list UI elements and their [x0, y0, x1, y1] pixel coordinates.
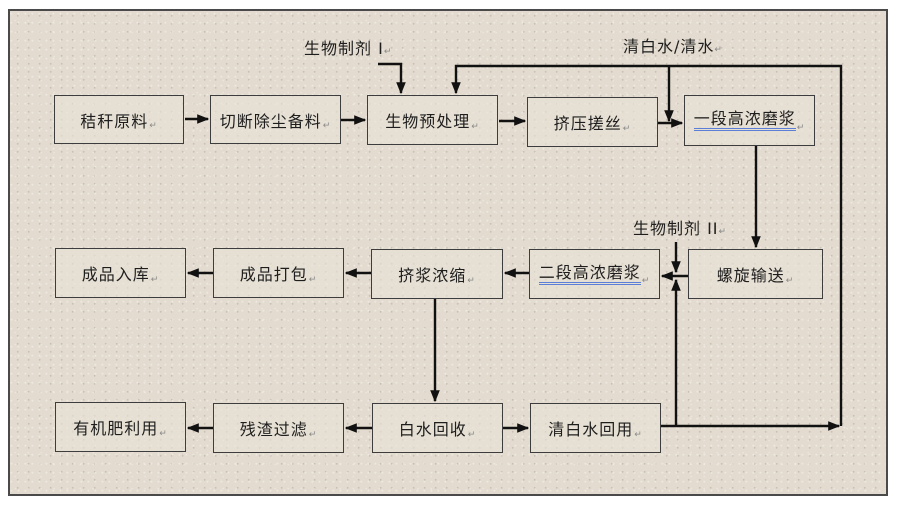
- node-pulp-concentrate: 挤浆浓缩↵: [371, 249, 503, 299]
- node-straw-raw-material: 秸秆原料↵: [54, 95, 184, 144]
- return-mark-icon: ↵: [785, 276, 795, 286]
- node-refine-stage-2: 二段高浓磨浆↵: [529, 249, 660, 299]
- node-warehouse: 成品入库↵: [55, 248, 186, 298]
- input-label-bio-agent-2: 生物制剂 II↵: [633, 215, 727, 239]
- return-mark-icon: ↵: [641, 276, 651, 286]
- return-mark-icon: ↵: [634, 430, 643, 440]
- node-white-water-recovery: 白水回收↵: [372, 403, 503, 453]
- return-mark-icon: ↵: [159, 429, 168, 439]
- return-mark-icon: ↵: [622, 124, 632, 134]
- return-mark-icon: ↵: [467, 276, 476, 286]
- input-label-text: 清白水/清水: [623, 37, 715, 56]
- return-mark-icon: ↵: [322, 121, 332, 131]
- node-packing: 成品打包↵: [213, 248, 344, 298]
- node-clear-water-reuse: 清白水回用↵: [530, 403, 661, 453]
- node-label: 白水回收: [398, 420, 467, 439]
- node-label: 挤浆浓缩: [398, 266, 467, 285]
- return-mark-icon: ↵: [149, 121, 158, 131]
- node-label: 清白水回用: [548, 420, 634, 439]
- return-mark-icon: ↵: [714, 45, 723, 55]
- return-mark-icon: ↵: [383, 47, 393, 57]
- return-mark-icon: ↵: [796, 123, 806, 133]
- node-residue-filter: 残渣过滤↵: [213, 403, 344, 453]
- node-label: 螺旋输送: [716, 266, 785, 285]
- input-label-text: 生物制剂 II: [633, 219, 719, 238]
- node-label: 生物预处理: [385, 112, 471, 131]
- node-label: 挤压搓丝: [553, 114, 622, 133]
- node-label: 成品打包: [239, 265, 308, 284]
- return-mark-icon: ↵: [471, 122, 480, 132]
- node-organic-fertilizer: 有机肥利用↵: [55, 402, 186, 452]
- node-label: 秸秆原料: [80, 111, 149, 131]
- input-label-bio-agent-1: 生物制剂 I↵: [304, 35, 392, 59]
- node-label: 二段高浓磨浆: [538, 263, 641, 285]
- node-screw-conveyor: 螺旋输送↵: [688, 249, 823, 299]
- node-label: 成品入库: [81, 265, 150, 284]
- node-label: 有机肥利用: [73, 419, 159, 438]
- node-label: 一段高浓磨浆: [693, 110, 796, 131]
- node-label: 切断除尘备料: [219, 111, 322, 131]
- node-cut-dedust: 切断除尘备料↵: [210, 95, 341, 144]
- return-mark-icon: ↵: [308, 275, 318, 285]
- return-mark-icon: ↵: [308, 430, 318, 440]
- return-mark-icon: ↵: [150, 275, 160, 285]
- node-bio-pretreatment: 生物预处理↵: [367, 95, 498, 145]
- node-refine-stage-1: 一段高浓磨浆↵: [684, 95, 815, 146]
- input-label-text: 生物制剂 I: [304, 39, 384, 58]
- node-extrude-shred: 挤压搓丝↵: [527, 97, 658, 147]
- return-mark-icon: ↵: [467, 430, 477, 440]
- return-mark-icon: ↵: [718, 227, 728, 237]
- input-label-water: 清白水/清水↵: [623, 33, 723, 57]
- node-label: 残渣过滤: [239, 420, 308, 439]
